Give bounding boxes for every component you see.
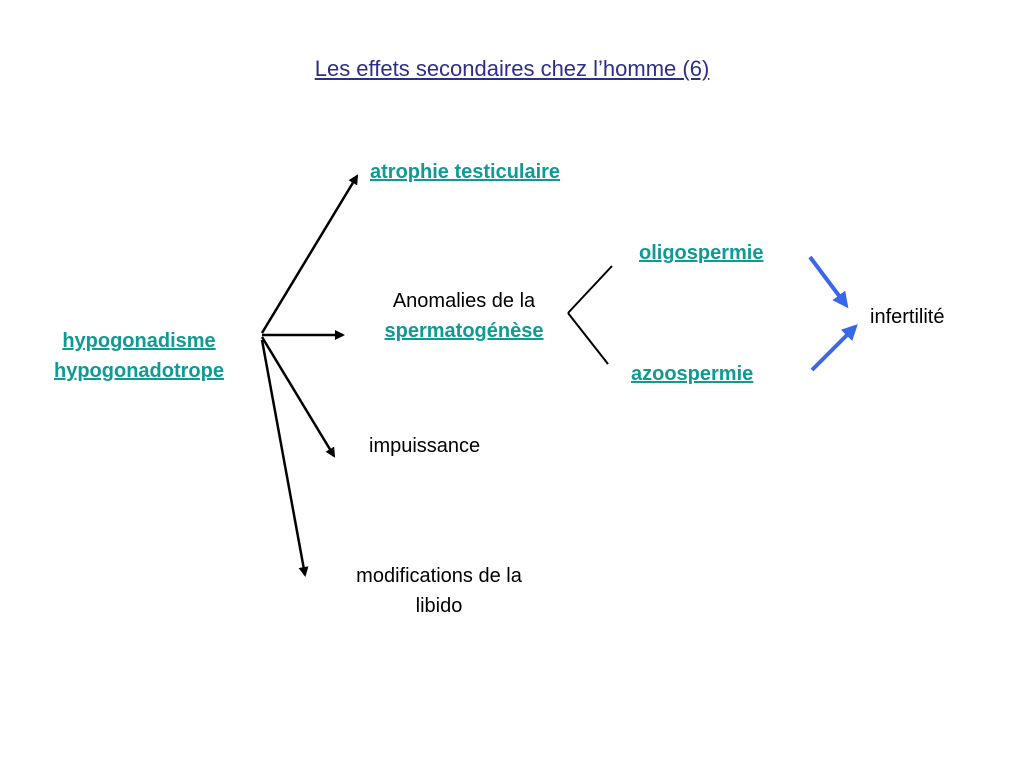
slide-title: Les effets secondaires chez l’homme (6) bbox=[314, 56, 710, 81]
hypogonadotrope-link[interactable]: hypogonadotrope bbox=[54, 360, 224, 382]
impuissance-label: impuissance bbox=[369, 435, 481, 457]
anomalies-node: Anomalies de la spermatogénèse bbox=[344, 286, 584, 346]
oligospermie-node: oligospermie bbox=[639, 238, 763, 268]
azoospermie-node: azoospermie bbox=[631, 359, 753, 389]
branch-to-azoospermie bbox=[567, 312, 609, 365]
arrow-to-impuissance bbox=[260, 336, 336, 458]
arrow-to-libido bbox=[260, 339, 309, 577]
oligospermie-link[interactable]: oligospermie bbox=[639, 242, 764, 264]
anomalies-label: Anomalies de la bbox=[392, 290, 536, 312]
atrophie-testiculaire-link[interactable]: atrophie testiculaire bbox=[370, 161, 561, 183]
arrow-oligo-to-infertilite bbox=[808, 255, 849, 309]
hypogonadisme-link[interactable]: hypogonadisme bbox=[62, 330, 216, 352]
infertilite-label: infertilité bbox=[870, 306, 945, 328]
libido-label-line1: modifications de la bbox=[356, 565, 522, 587]
libido-label-line2: libido bbox=[415, 595, 463, 617]
azoospermie-link[interactable]: azoospermie bbox=[631, 363, 754, 385]
arrow-azoo-to-infertilite bbox=[810, 324, 858, 372]
branch-to-oligospermie bbox=[567, 265, 613, 314]
arrow-to-atrophie bbox=[260, 174, 359, 334]
libido-node: modifications de la libido bbox=[322, 561, 556, 621]
spermatogenese-link[interactable]: spermatogénèse bbox=[384, 320, 544, 342]
atrophie-node: atrophie testiculaire bbox=[370, 157, 560, 187]
source-node: hypogonadisme hypogonadotrope bbox=[26, 326, 252, 386]
